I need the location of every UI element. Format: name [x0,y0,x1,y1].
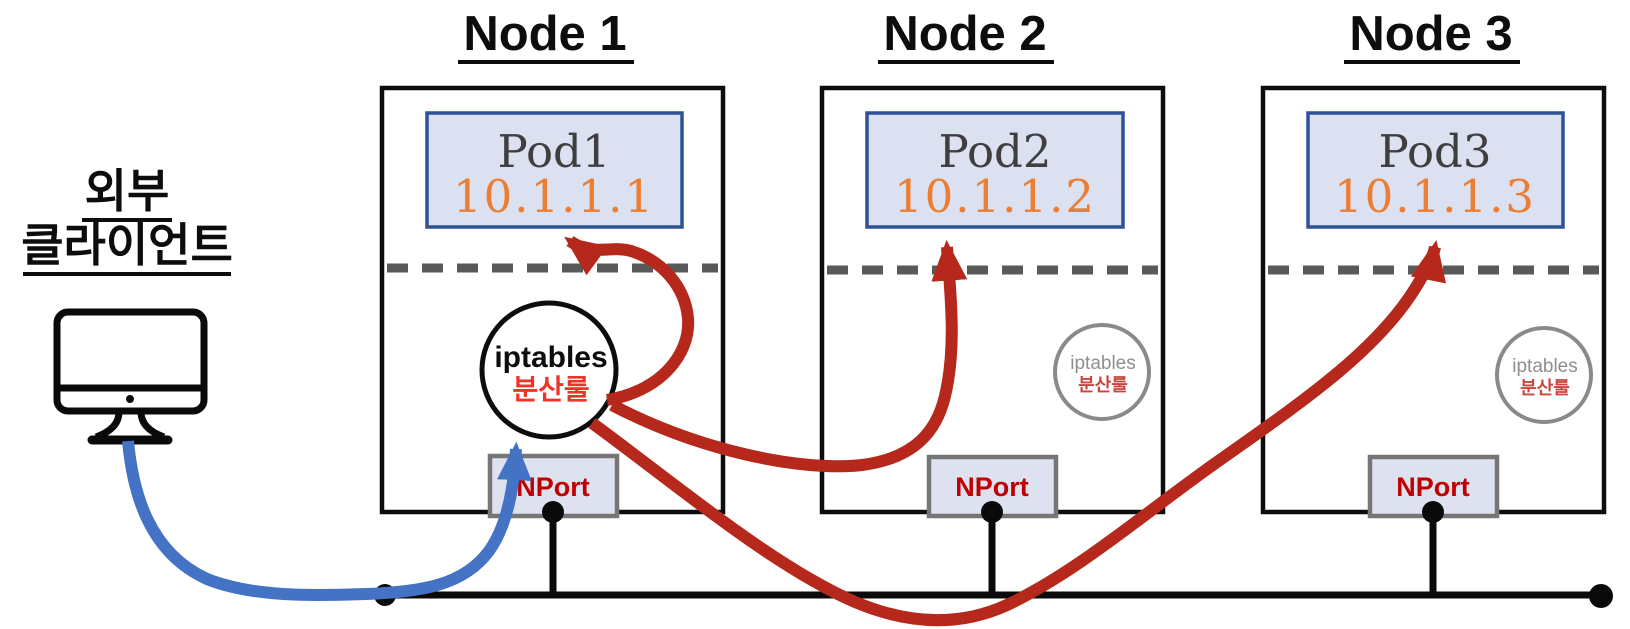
pod-1-box [425,111,684,229]
iptables-rule-node-1: iptables 분산룰 [479,300,619,440]
client-label-line2: 클라이언트 [21,219,233,271]
monitor-stand-left [94,411,123,441]
rule-label-node-1: 분산룰 [512,374,589,405]
monitor-stand-right [137,411,166,441]
nport-label-node-3: NPort [1396,472,1470,502]
iptables-label-node-3: iptables [1512,356,1578,377]
client-label-line1: 외부 [85,165,170,217]
nport-label-node-2: NPort [955,472,1029,502]
blue-client-to-nport-arrow [122,440,532,602]
node-1: Node 1 Pod1 10.1.1.1 iptables 분산룰 NPort [379,7,726,595]
pod-2-name: Pod2 [939,125,1052,178]
rule-label-node-3: 분산룰 [1520,378,1570,398]
red-arrow-to-pod3 [588,239,1447,627]
iptables-label-node-1: iptables [494,341,607,374]
bus-right-end-dot [1589,584,1613,608]
monitor-screen [53,308,208,415]
nport-1-junction-dot [542,501,564,523]
pod-2-ip: 10.1.1.2 [894,170,1096,223]
pod-2-box [865,111,1125,229]
red-arrow-to-pod2 [609,239,968,473]
iptables-circle-node-2 [1053,323,1151,421]
client-monitor-icon [53,308,208,445]
nport-label-node-1: NPort [516,472,590,502]
iptables-circle-node-1 [479,300,619,440]
node-2: Node 2 Pod2 10.1.1.2 iptables 분산룰 NPort [819,7,1166,595]
nport-3-junction-dot [1422,501,1444,523]
node-2-title: Node 2 [883,7,1046,61]
iptables-rule-node-3: iptables 분산룰 [1495,326,1593,424]
iptables-circle-node-3 [1495,326,1593,424]
external-client: 외부 클라이언트 [21,165,233,445]
pod-3-box [1306,111,1565,229]
iptables-label-node-2: iptables [1070,353,1136,374]
pod-3-name: Pod3 [1379,125,1492,178]
pod-1-name: Pod1 [498,125,611,178]
monitor-camera-dot [126,395,134,403]
node-3: Node 3 Pod3 10.1.1.3 iptables 분산룰 NPort [1260,7,1607,595]
node-3-title: Node 3 [1349,7,1512,61]
nport-2-junction-dot [981,501,1003,523]
node-1-title: Node 1 [463,7,626,61]
pod-3-ip: 10.1.1.3 [1334,170,1536,223]
iptables-rule-node-2: iptables 분산룰 [1053,323,1151,421]
rule-label-node-2: 분산룰 [1078,375,1128,395]
pod-1-ip: 10.1.1.1 [453,170,655,223]
red-arrow-to-pod1 [564,235,695,406]
